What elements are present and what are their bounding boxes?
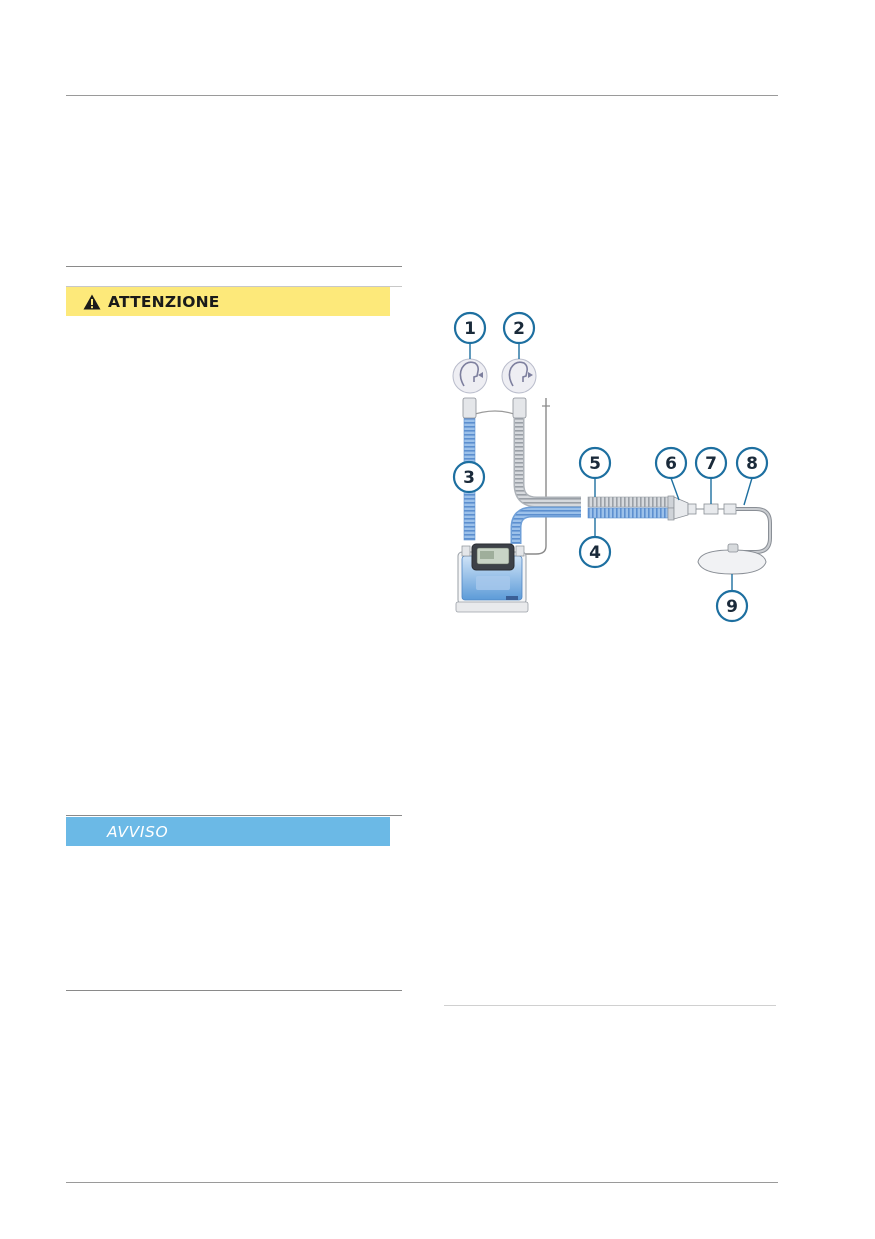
temperature-probe [524, 398, 550, 555]
svg-text:8: 8 [746, 454, 758, 474]
callout-4: 4 [578, 535, 612, 569]
inspiration-head-icon [452, 358, 488, 394]
figure-rule [444, 1005, 776, 1006]
notice-rule-bottom [66, 990, 402, 991]
notice-rule-top [66, 815, 402, 816]
tube-connector-left [462, 397, 477, 419]
warning-rule-bottom [66, 286, 402, 287]
mask-connector [718, 503, 737, 515]
footer-rule [66, 1182, 778, 1183]
svg-text:9: 9 [726, 597, 738, 617]
callout-7: 7 [694, 446, 728, 480]
callout-1: 1 [453, 311, 487, 345]
tube-segment-5 [587, 496, 669, 508]
svg-text:3: 3 [463, 468, 475, 488]
callout-3: 3 [452, 460, 486, 494]
svg-text:7: 7 [705, 454, 717, 474]
adapter [696, 503, 719, 515]
callout-2: 2 [502, 311, 536, 345]
tube-connector-right [512, 397, 527, 419]
tube-expiratory-gray [513, 418, 581, 508]
svg-text:2: 2 [513, 319, 525, 339]
expiration-head-icon [501, 358, 537, 394]
header-rule [66, 95, 778, 96]
warning-label: ATTENZIONE [108, 292, 220, 311]
callout-leaders [469, 343, 753, 591]
callout-6: 6 [654, 446, 688, 480]
warning-triangle-icon [83, 294, 101, 310]
tube-segment-4 [587, 507, 669, 519]
patient-interface [697, 543, 767, 575]
svg-text:6: 6 [665, 454, 677, 474]
notice-banner: AVVISO [66, 817, 390, 846]
callout-8: 8 [735, 446, 769, 480]
y-piece [667, 495, 697, 521]
mask-tube [736, 507, 772, 554]
callout-5: 5 [578, 446, 612, 480]
breathing-circuit-diagram: 1 2 3 4 5 6 7 8 9 [452, 311, 772, 623]
svg-text:4: 4 [589, 543, 601, 563]
notice-label: AVVISO [107, 822, 169, 841]
svg-text:5: 5 [589, 454, 601, 474]
section-rule-top [66, 266, 402, 267]
svg-text:1: 1 [464, 319, 476, 339]
callout-9: 9 [715, 589, 749, 623]
humidifier-unit [455, 543, 529, 613]
sensor-wire [468, 410, 520, 417]
warning-banner: ATTENZIONE [66, 287, 390, 316]
